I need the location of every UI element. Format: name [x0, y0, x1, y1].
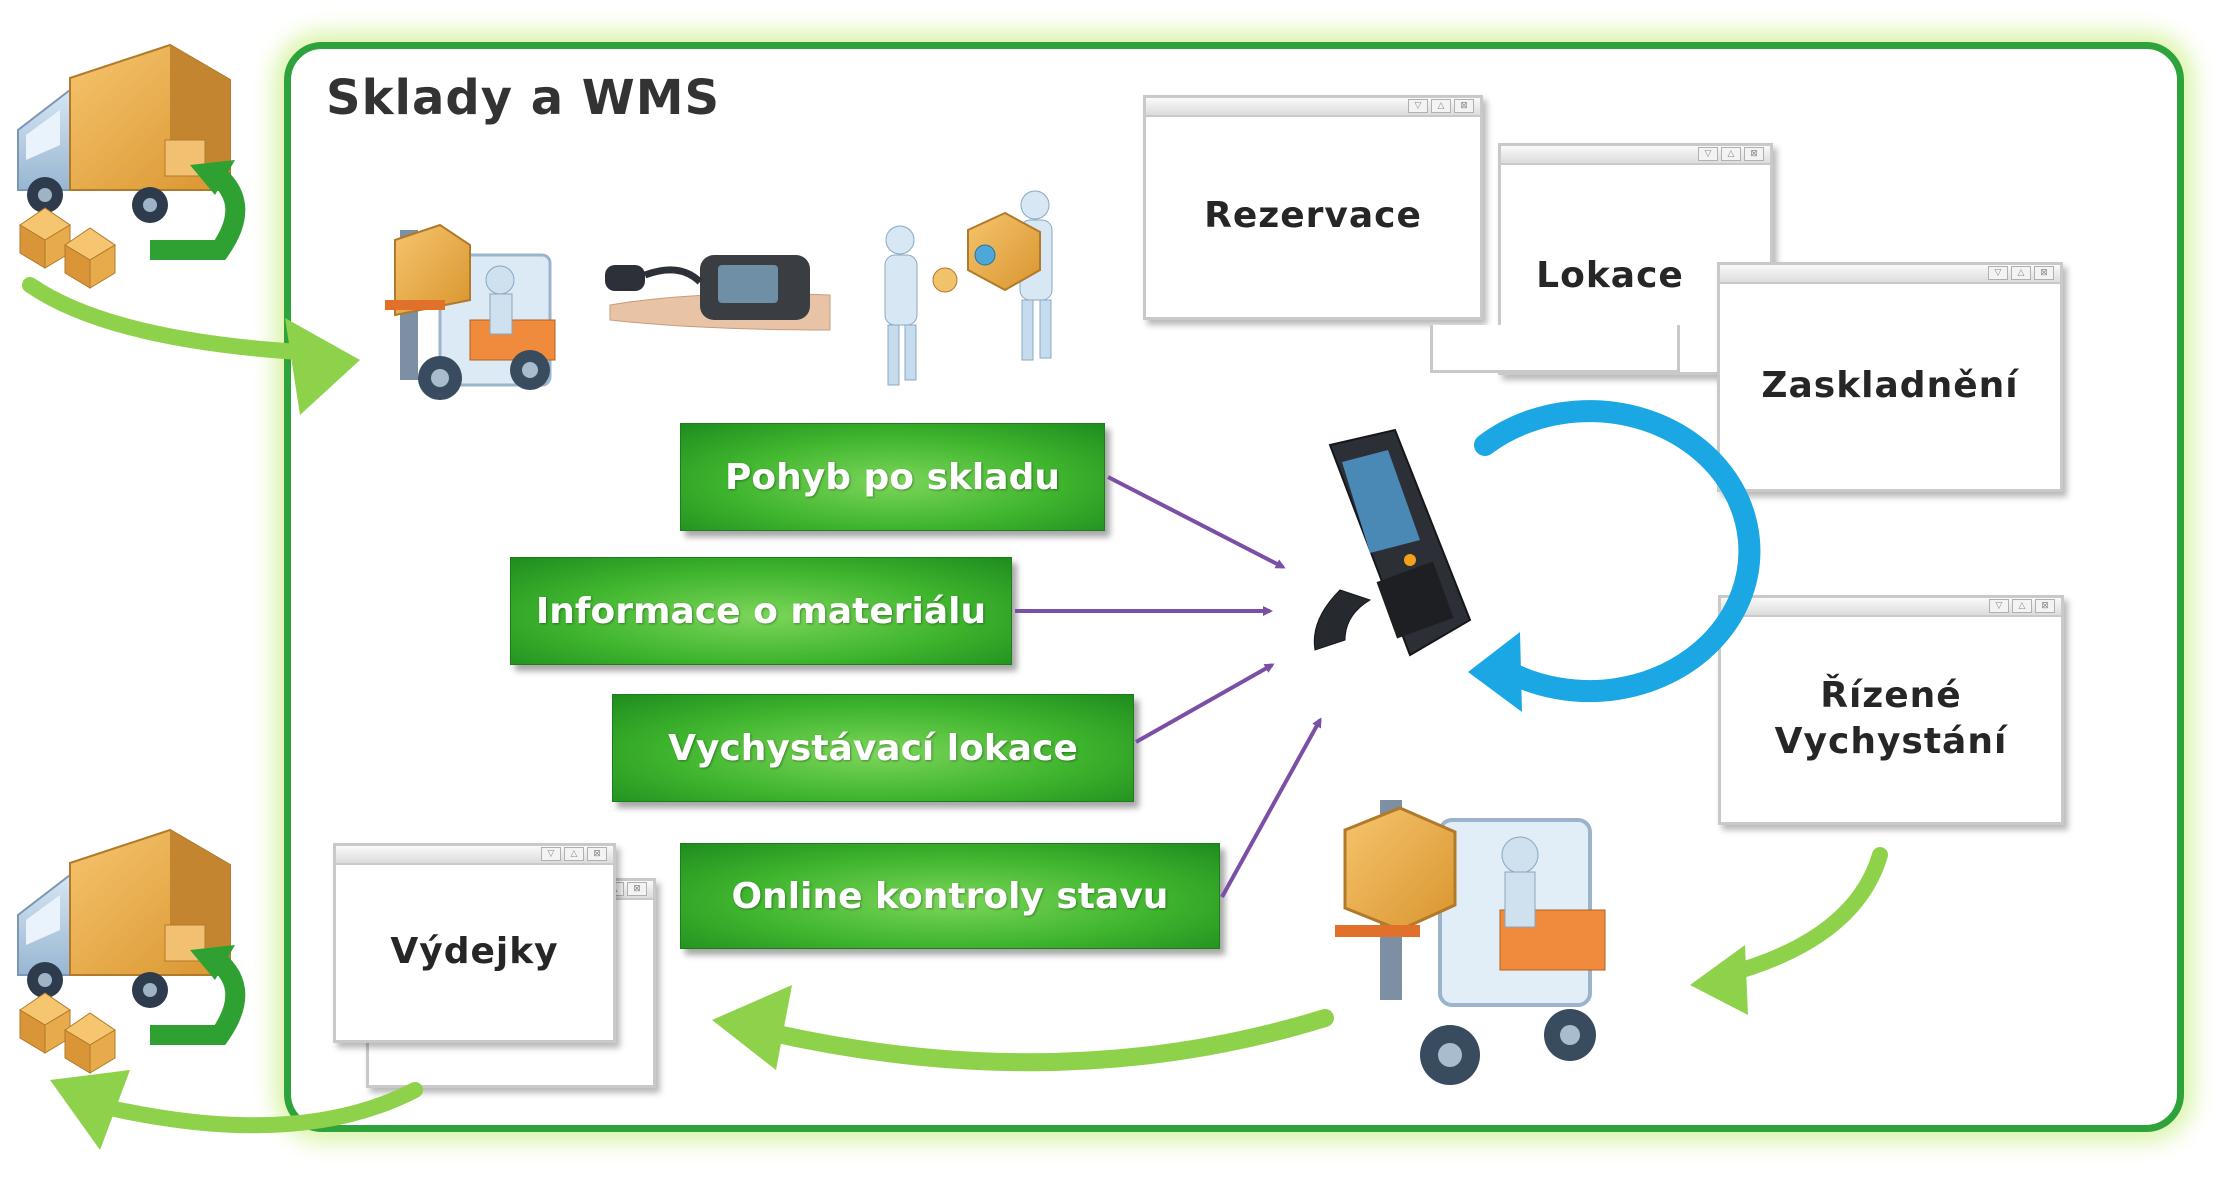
window-titlebar: ▽△⊠ — [1146, 98, 1480, 117]
window-controls-icon: ▽△⊠ — [1989, 599, 2055, 613]
handheld-scanner-icon — [1313, 428, 1472, 657]
window-lokace-back — [1430, 325, 1680, 373]
window-label-zaskladneni: Zaskladnění — [1761, 364, 2019, 406]
delivery-truck-icon — [17, 43, 246, 289]
window-label-lokace: Lokace — [1536, 255, 1684, 296]
window-titlebar: ▽△⊠ — [336, 846, 613, 865]
window-label-rizene-line1: Řízené — [1820, 674, 1962, 716]
flow-arrow-forklift-to-vydejky — [712, 985, 1334, 1072]
cycle-arrow-icon — [1468, 400, 1761, 712]
flow-arrow-inbound — [22, 277, 360, 415]
warehouse-workers-icon — [884, 190, 1053, 386]
flow-arrow-outbound — [50, 1070, 423, 1150]
button-pohyb-po-skladu: Pohyb po skladu — [680, 423, 1105, 531]
forklift-icon — [1335, 800, 1606, 1085]
button-vychystavaci-lokace: Vychystávací lokace — [612, 694, 1134, 802]
forklift-icon — [385, 223, 556, 400]
window-label-rezervace: Rezervace — [1204, 195, 1422, 236]
connector-arrow-vychystavaci — [1135, 663, 1275, 744]
window-controls-icon: ▽△⊠ — [1408, 99, 1474, 113]
window-rizene-vychystani: ▽△⊠ Řízené Vychystání — [1718, 595, 2064, 825]
button-online-kontroly-stavu: Online kontroly stavu — [680, 843, 1220, 949]
window-controls-icon: ▽△⊠ — [541, 847, 607, 861]
window-controls-icon: ▽△⊠ — [1698, 147, 1764, 161]
connector-arrow-online — [1220, 717, 1322, 898]
window-label-rizene-line2: Vychystání — [1774, 720, 2008, 762]
window-controls-icon: ▽△⊠ — [1988, 266, 2054, 280]
window-rezervace: ▽△⊠ Rezervace — [1143, 95, 1483, 320]
wrist-scanner-icon — [605, 255, 831, 331]
flow-arrow-rizene-to-forklift — [1690, 847, 1888, 1015]
window-titlebar: ▽△⊠ — [1721, 598, 2061, 617]
window-titlebar: ▽△⊠ — [1501, 146, 1770, 165]
delivery-truck-icon — [17, 828, 246, 1074]
window-titlebar: ▽△⊠ — [1720, 265, 2060, 284]
window-label-rizene: Řízené Vychystání — [1721, 615, 2061, 822]
window-vydejky: ▽△⊠ Výdejky — [333, 843, 616, 1043]
window-label-vydejky: Výdejky — [390, 930, 559, 972]
button-informace-o-materialu: Informace o materiálu — [510, 557, 1012, 665]
diagram-title: Sklady a WMS — [326, 70, 721, 126]
connector-arrow-pohyb — [1107, 475, 1286, 569]
window-zaskladneni: ▽△⊠ Zaskladnění — [1717, 262, 2063, 492]
